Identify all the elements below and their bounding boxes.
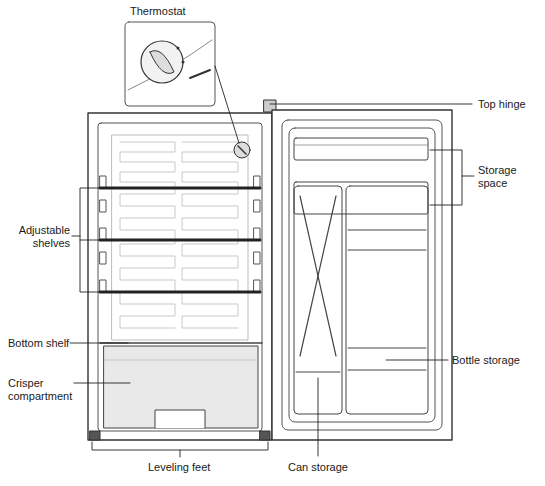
part-label: Top hinge (478, 98, 526, 111)
part-label: Crisper compartment (8, 377, 74, 403)
part-label: Bottle storage (452, 354, 520, 367)
part-label: Can storage (288, 461, 348, 474)
part-label: Thermostat (130, 5, 186, 18)
part-label: Adjustable shelves (8, 224, 70, 250)
part-label: Bottom shelf (8, 337, 69, 350)
part-label: Storage space (478, 164, 530, 190)
part-label: Leveling feet (148, 461, 210, 474)
